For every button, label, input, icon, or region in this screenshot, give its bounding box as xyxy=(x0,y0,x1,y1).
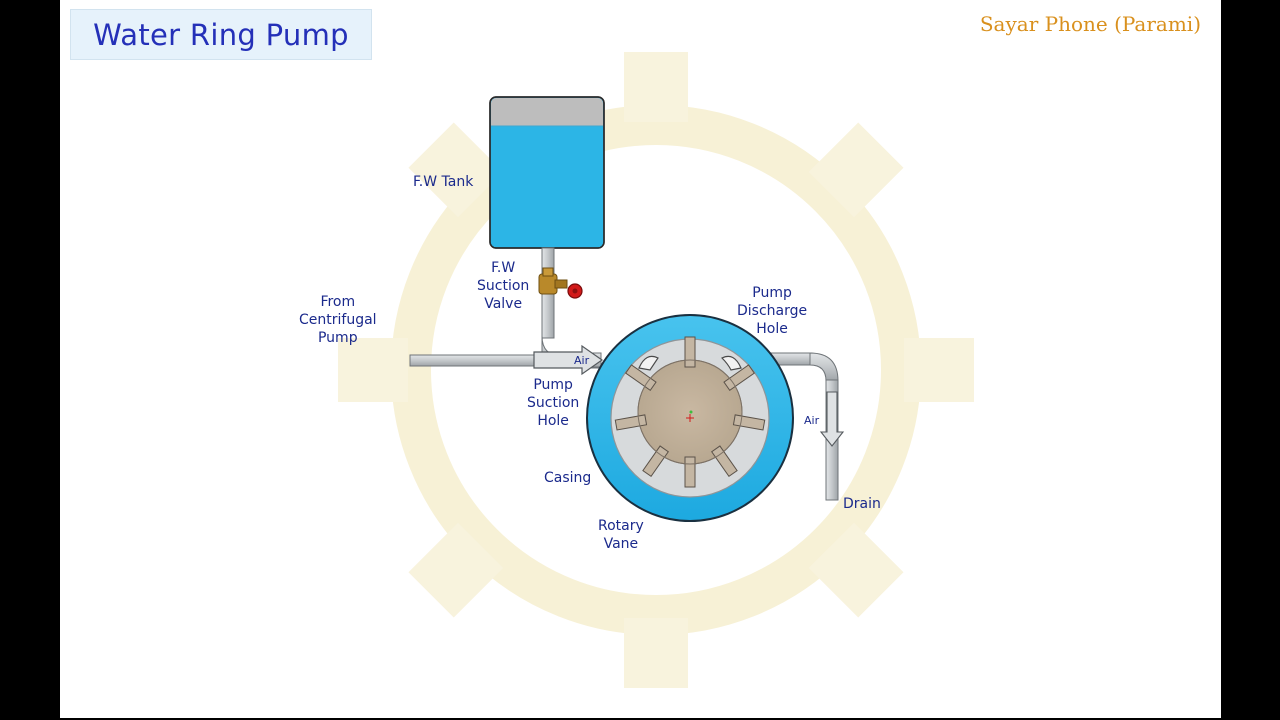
watermark-gear-tooth xyxy=(624,618,688,688)
watermark-gear-icon xyxy=(338,52,974,688)
title-box: Water Ring Pump xyxy=(70,9,372,60)
pump-suction-hole xyxy=(638,355,659,371)
watermark-gear-tooth xyxy=(808,122,904,218)
rotary-vane-rotor xyxy=(614,336,766,488)
pump-discharge-hole xyxy=(720,355,742,371)
page-title: Water Ring Pump xyxy=(93,17,349,52)
watermark-gear-tooth xyxy=(904,338,974,402)
fw-suction-pipe xyxy=(541,247,601,369)
fw-suction-valve-icon xyxy=(538,267,583,299)
air-inlet-arrow-icon xyxy=(533,344,604,376)
water-ring-pump-diagram xyxy=(409,96,845,522)
rotary-vane xyxy=(684,336,696,368)
label-pump-suction-hole: Pump Suction Hole xyxy=(527,377,580,429)
label-fw-suction-valve: F.W Suction Valve xyxy=(477,260,530,312)
label-fw-tank: F.W Tank xyxy=(413,174,474,190)
watermark-gear-tooth xyxy=(408,522,504,618)
watermark-gear-ring xyxy=(391,105,921,635)
air-outlet-arrow-icon xyxy=(819,391,845,447)
label-rotary-vane: Rotary Vane xyxy=(598,518,644,552)
watermark-gear-tooth xyxy=(408,122,504,218)
rotary-vane xyxy=(642,445,669,478)
rotary-vane xyxy=(624,364,657,391)
watermark-gear-tooth xyxy=(624,52,688,122)
watermark-gear-tooth xyxy=(808,522,904,618)
label-air-outlet: Air xyxy=(804,414,820,427)
label-from-centrifugal-pump: From Centrifugal Pump xyxy=(299,294,377,346)
label-pump-discharge-hole: Pump Discharge Hole xyxy=(737,285,808,337)
fw-tank xyxy=(489,96,605,249)
label-air-inlet: Air xyxy=(574,354,590,367)
label-drain: Drain xyxy=(843,496,881,512)
rotary-vane xyxy=(723,364,756,391)
slide-canvas: Water Ring Pump Sayar Phone (Parami) xyxy=(60,0,1221,718)
watermark-gear-tooth xyxy=(338,338,408,402)
rotary-vane xyxy=(711,445,738,478)
label-casing: Casing xyxy=(544,470,592,486)
rotary-vane xyxy=(684,456,696,488)
brand-label: Sayar Phone (Parami) xyxy=(979,12,1201,36)
